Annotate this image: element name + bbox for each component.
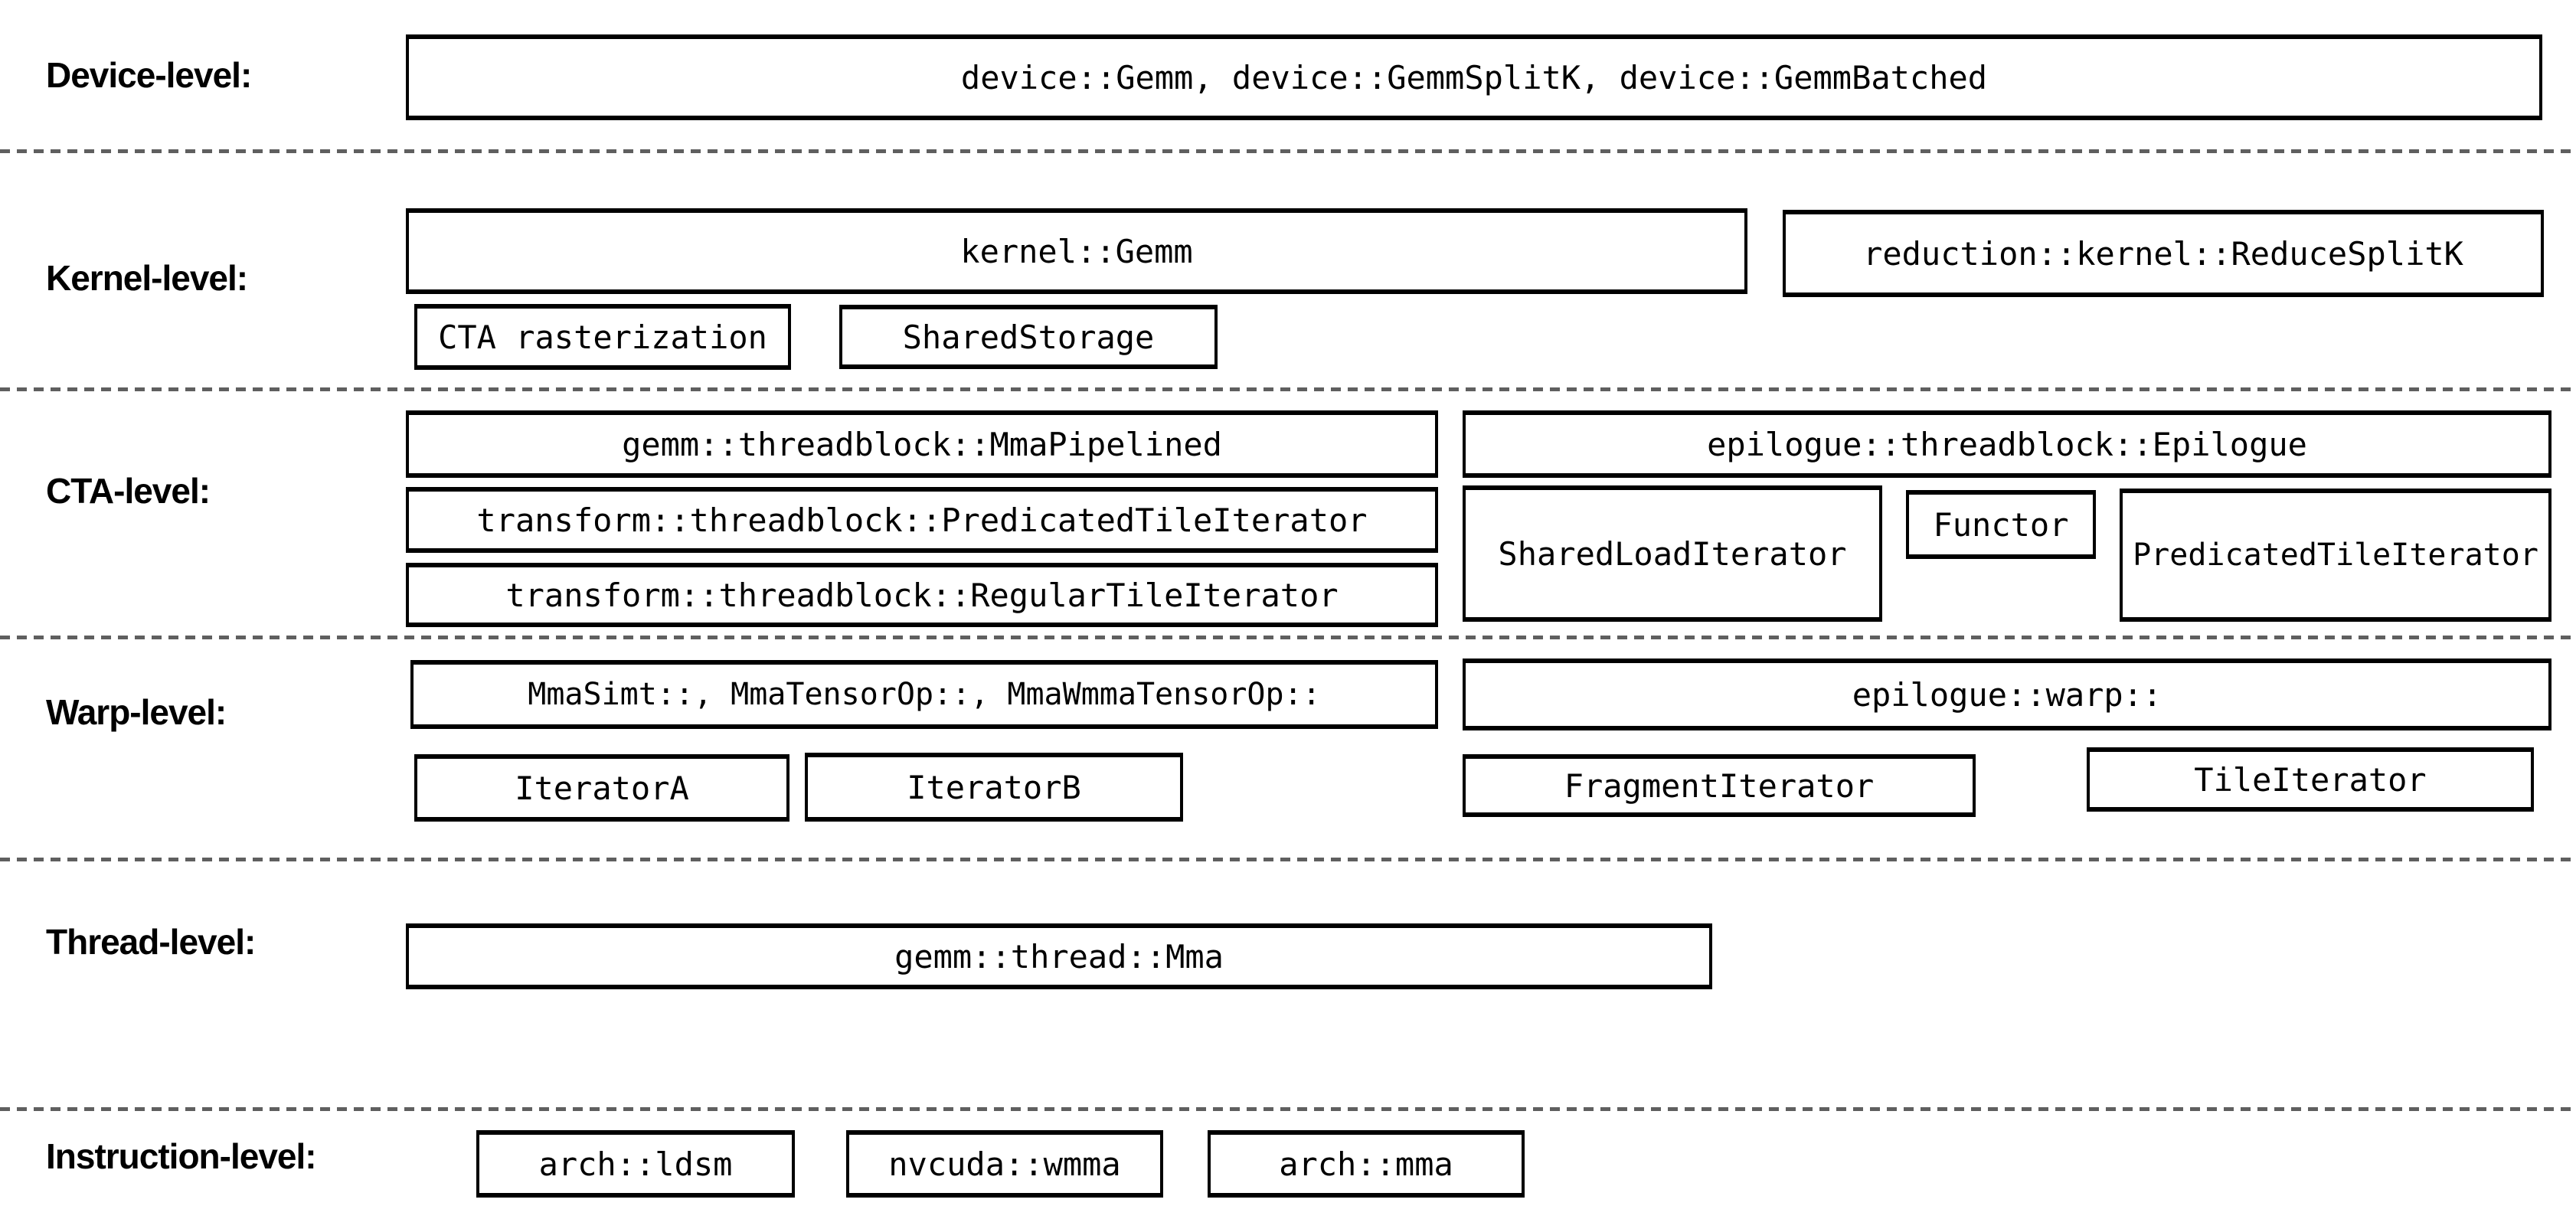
box-reduction-kernel-reduce-splitk: reduction::kernel::ReduceSplitK (1783, 210, 2544, 297)
dashed-separator (0, 1107, 2576, 1111)
box-shared-storage: SharedStorage (839, 305, 1218, 369)
box-transform-predicated-tile-iterator: transform::threadblock::PredicatedTileIt… (406, 487, 1438, 553)
box-shared-load-iterator: SharedLoadIterator (1463, 485, 1882, 622)
box-gemm-threadblock-mma-pipelined: gemm::threadblock::MmaPipelined (406, 410, 1438, 478)
dashed-separator (0, 387, 2576, 391)
box-gemm-thread-mma: gemm::thread::Mma (406, 923, 1712, 989)
dashed-separator (0, 149, 2576, 153)
level-label-kernel: Kernel-level: (46, 257, 248, 298)
box-epilogue-warp: epilogue::warp:: (1463, 659, 2551, 730)
box-fragment-iterator: FragmentIterator (1463, 754, 1976, 817)
box-warp-mma-variants: MmaSimt::, MmaTensorOp::, MmaWmmaTensorO… (410, 660, 1438, 729)
box-iterator-b: IteratorB (805, 753, 1183, 822)
box-tile-iterator: TileIterator (2087, 747, 2534, 812)
box-arch-mma: arch::mma (1208, 1130, 1525, 1198)
level-label-cta: CTA-level: (46, 470, 211, 511)
dashed-separator (0, 636, 2576, 639)
box-epilogue-threadblock-epilogue: epilogue::threadblock::Epilogue (1463, 410, 2551, 478)
box-functor: Functor (1906, 490, 2096, 559)
box-cta-rasterization: CTA rasterization (414, 304, 791, 370)
box-kernel-gemm: kernel::Gemm (406, 208, 1747, 294)
box-iterator-a: IteratorA (414, 754, 789, 822)
dashed-separator (0, 858, 2576, 861)
box-transform-regular-tile-iterator: transform::threadblock::RegularTileItera… (406, 563, 1438, 627)
level-label-thread: Thread-level: (46, 921, 256, 962)
level-label-device: Device-level: (46, 54, 252, 95)
level-label-warp: Warp-level: (46, 691, 227, 732)
level-label-instruction: Instruction-level: (46, 1136, 317, 1176)
box-arch-ldsm: arch::ldsm (476, 1130, 795, 1198)
box-nvcuda-wmma: nvcuda::wmma (846, 1130, 1163, 1198)
box-device-gemm-apis: device::Gemm, device::GemmSplitK, device… (406, 34, 2542, 120)
box-predicated-tile-iterator: PredicatedTileIterator (2120, 489, 2551, 622)
